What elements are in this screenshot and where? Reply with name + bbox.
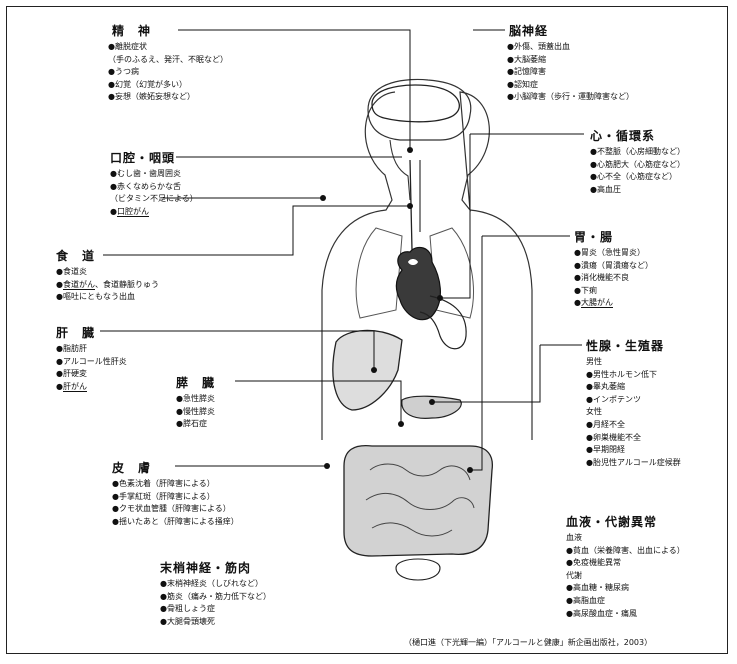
- underlined-cancer-label: 肝がん: [63, 382, 87, 392]
- list-item: ●胎児性アルコール症候群: [586, 457, 681, 470]
- underlined-cancer-label: 食道がん: [63, 280, 95, 290]
- list-item: ●小脳障害（歩行・運動障害など）: [507, 91, 634, 104]
- list-item: ●高脂血症: [566, 595, 685, 608]
- list-item: （ビタミン不足による）: [110, 193, 198, 206]
- list-item: ●手掌紅斑（肝障害による）: [112, 491, 239, 504]
- list-item: ●心不全（心筋症など）: [590, 171, 685, 184]
- list-item: 女性: [586, 406, 681, 419]
- list-item: ●骨粗しょう症: [160, 603, 271, 616]
- list-item: ●口腔がん: [110, 206, 198, 219]
- list-item: ●高血糖・糖尿病: [566, 582, 685, 595]
- heading-ketsueki: 血液・代謝異常: [566, 513, 685, 530]
- heading-nou: 脳神経: [509, 22, 634, 39]
- source-citation: （樋口進（下光輝一編）「アルコールと健康」新企画出版社，2003）: [404, 637, 652, 648]
- list-item: ●卵巣機能不全: [586, 432, 681, 445]
- list-item: （手のふるえ、発汗、不眠など）: [108, 54, 228, 67]
- heading-shinjun: 心・循環系: [590, 127, 685, 144]
- list-item: ●免疫機能異常: [566, 557, 685, 570]
- heading-mashou: 末梢神経・筋肉: [160, 559, 271, 576]
- list-item: ●高血圧: [590, 184, 685, 197]
- heading-shokudou: 食 道: [56, 247, 159, 264]
- list-item: ●不整脈（心房細動など）: [590, 146, 685, 159]
- group-suizou: 膵 臓 ●急性膵炎 ●慢性膵炎 ●膵石症: [176, 374, 215, 431]
- group-koukuu: 口腔・咽頭 ●むし歯・歯周囲炎 ●赤くなめらかな舌 （ビタミン不足による） ●口…: [110, 149, 198, 218]
- list-item: ●脂肪肝: [56, 343, 127, 356]
- heart-organ: [396, 247, 440, 319]
- list-item: ●月経不全: [586, 419, 681, 432]
- list-item: ●大脳萎縮: [507, 54, 634, 67]
- list-item: 血液: [566, 532, 685, 545]
- list-item: ●外傷、頭蓋出血: [507, 41, 634, 54]
- group-shinjun: 心・循環系 ●不整脈（心房細動など） ●心筋肥大（心筋症など） ●心不全（心筋症…: [590, 127, 685, 196]
- group-nou: 脳神経 ●外傷、頭蓋出血 ●大脳萎縮 ●記憶障害 ●認知症 ●小脳障害（歩行・運…: [509, 22, 634, 104]
- list-item: ●睾丸萎縮: [586, 381, 681, 394]
- group-kanzou: 肝 臓 ●脂肪肝 ●アルコール性肝炎 ●肝硬変 ●肝がん: [56, 324, 127, 393]
- list-item: ●貧血（栄養障害、出血による）: [566, 545, 685, 558]
- list-item: ●潰瘍（胃潰瘍など）: [574, 260, 653, 273]
- heading-hifu: 皮 膚: [112, 459, 239, 476]
- list-item: ●大腿骨頭壊死: [160, 616, 271, 629]
- heading-suizou: 膵 臓: [176, 374, 215, 391]
- face-profile: [390, 140, 410, 200]
- underlined-cancer-label: 口腔がん: [117, 207, 149, 217]
- bladder-organ: [396, 559, 440, 580]
- list-item: ●胃炎（急性胃炎）: [574, 247, 653, 260]
- lung-left: [356, 228, 402, 318]
- list-item: ●消化機能不良: [574, 272, 653, 285]
- list-item: ●筋炎（痛み・筋力低下など）: [160, 591, 271, 604]
- list-item: ●色素沈着（肝障害による）: [112, 478, 239, 491]
- list-item: ●うつ病: [108, 66, 228, 79]
- list-item: ●心筋肥大（心筋症など）: [590, 159, 685, 172]
- list-item: ●むし歯・歯周囲炎: [110, 168, 198, 181]
- list-item: ●膵石症: [176, 418, 215, 431]
- list-item: ●男性ホルモン低下: [586, 369, 681, 382]
- list-item: ●アルコール性肝炎: [56, 356, 127, 369]
- heading-seishin: 精 神: [112, 22, 228, 39]
- list-item: 男性: [586, 356, 681, 369]
- list-item: ●下痢: [574, 285, 653, 298]
- list-item: ●末梢神経炎（しびれなど）: [160, 578, 271, 591]
- list-item: ●嘔吐にともなう出血: [56, 291, 159, 304]
- list-item: ●赤くなめらかな舌: [110, 181, 198, 194]
- heading-seisen: 性腺・生殖器: [586, 337, 681, 354]
- head-outline: [368, 79, 471, 140]
- list-item: ●インポテンツ: [586, 394, 681, 407]
- group-seishin: 精 神 ●離脱症状 （手のふるえ、発汗、不眠など） ●うつ病 ●幻覚（幻覚が多い…: [112, 22, 228, 104]
- list-item: ●幻覚（幻覚が多い）: [108, 79, 228, 92]
- group-mashou: 末梢神経・筋肉 ●末梢神経炎（しびれなど） ●筋炎（痛み・筋力低下など） ●骨粗…: [160, 559, 271, 628]
- list-item: ●早期閉経: [586, 444, 681, 457]
- list-item: ●慢性膵炎: [176, 406, 215, 419]
- heading-kanzou: 肝 臓: [56, 324, 127, 341]
- group-hifu: 皮 膚 ●色素沈着（肝障害による） ●手掌紅斑（肝障害による） ●クモ状血管腫（…: [112, 459, 239, 528]
- list-item: ●大腸がん: [574, 297, 653, 310]
- list-item: ●急性膵炎: [176, 393, 215, 406]
- list-item: ●揺いたあと（肝障害による掻痒）: [112, 516, 239, 529]
- group-seisen: 性腺・生殖器 男性 ●男性ホルモン低下 ●睾丸萎縮 ●インポテンツ 女性 ●月経…: [586, 337, 681, 469]
- list-item: ●クモ状血管腫（肝障害による）: [112, 503, 239, 516]
- list-item: 代謝: [566, 570, 685, 583]
- group-shokudou: 食 道 ●食道炎 ●食道がん、食道静脈りゅう ●嘔吐にともなう出血: [56, 247, 159, 304]
- list-item: ●食道がん、食道静脈りゅう: [56, 279, 159, 292]
- list-item: ●肝がん: [56, 381, 127, 394]
- list-item: ●肝硬変: [56, 368, 127, 381]
- liver-organ: [333, 330, 402, 410]
- brain-shape: [372, 85, 459, 122]
- heading-ichou: 胃・腸: [574, 228, 653, 245]
- list-item: ●食道炎: [56, 266, 159, 279]
- group-ichou: 胃・腸 ●胃炎（急性胃炎） ●潰瘍（胃潰瘍など） ●消化機能不良 ●下痢 ●大腸…: [574, 228, 653, 310]
- underlined-cancer-label: 大腸がん: [581, 298, 613, 308]
- heading-koukuu: 口腔・咽頭: [110, 149, 198, 166]
- list-item: ●高尿酸血症・痛風: [566, 608, 685, 621]
- list-item: ●妄想（嫉妬妄想など）: [108, 91, 228, 104]
- list-item: ●記憶障害: [507, 66, 634, 79]
- list-item: ●認知症: [507, 79, 634, 92]
- list-item: ●離脱症状: [108, 41, 228, 54]
- group-ketsueki: 血液・代謝異常 血液 ●貧血（栄養障害、出血による） ●免疫機能異常 代謝 ●高…: [566, 513, 685, 620]
